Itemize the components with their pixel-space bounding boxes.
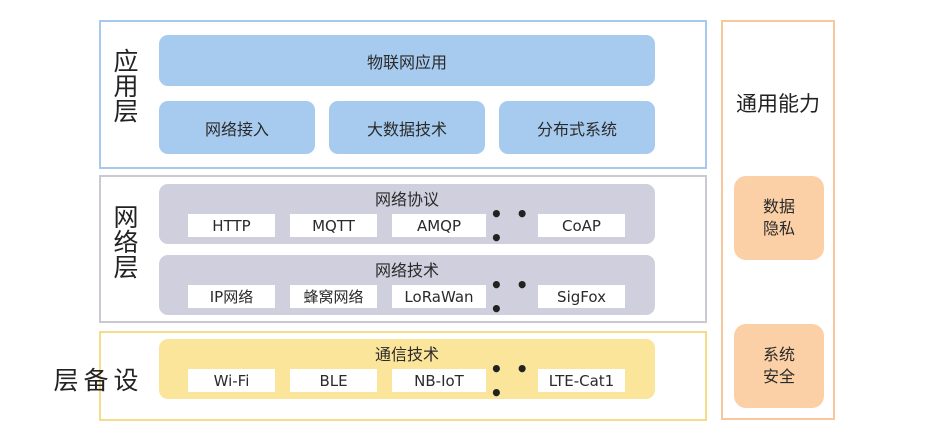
iot-application-box: 物联网应用: [159, 35, 655, 86]
tag-item: BLE: [290, 369, 377, 392]
tag-item: 蜂窝网络: [290, 285, 377, 308]
communication-technology-group: 通信技术 Wi-Fi BLE NB-IoT • • • LTE-Cat1: [159, 339, 655, 405]
data-privacy-box: 数据 隐私: [734, 176, 824, 260]
tag-item: SigFox: [538, 285, 625, 308]
network-technology-group: 网络技术 IP网络 蜂窝网络 LoRaWan • • • SigFox: [159, 255, 655, 321]
tag-item: IP网络: [188, 285, 275, 308]
common-capabilities-title: 通用能力: [736, 92, 820, 116]
group-title: 通信技术: [374, 345, 439, 364]
network-protocol-group: 网络协议 HTTP MQTT AMQP • • • CoAP: [159, 184, 655, 250]
application-layer-label: 应用层: [110, 48, 139, 123]
device-layer-label: 设备层: [50, 366, 139, 392]
tag-item: NB-IoT: [392, 369, 486, 392]
ellipsis: • • •: [490, 356, 532, 405]
tag-item: AMQP: [392, 214, 486, 237]
group-title: 网络技术: [374, 261, 439, 280]
ellipsis: • • •: [490, 201, 532, 250]
network-layer-label: 网络层: [110, 204, 139, 279]
cap-line: 安全: [762, 367, 795, 386]
tag-item: Wi-Fi: [188, 369, 275, 392]
distributed-system-box: 分布式系统: [499, 101, 655, 154]
tag-item: MQTT: [290, 214, 377, 237]
system-security-box: 系统 安全: [734, 324, 824, 408]
cap-line: 系统: [762, 345, 795, 364]
cap-line: 隐私: [762, 219, 795, 238]
network-access-box: 网络接入: [159, 101, 315, 154]
tag-item: CoAP: [538, 214, 625, 237]
ellipsis: • • •: [490, 272, 532, 321]
network-layer-frame: [99, 175, 707, 323]
big-data-box: 大数据技术: [329, 101, 485, 154]
cap-line: 数据: [762, 197, 795, 216]
tag-item: LoRaWan: [392, 285, 486, 308]
tag-item: HTTP: [188, 214, 275, 237]
group-title: 网络协议: [374, 190, 439, 209]
tag-item: LTE-Cat1: [538, 369, 625, 392]
application-layer-frame: [99, 20, 707, 169]
